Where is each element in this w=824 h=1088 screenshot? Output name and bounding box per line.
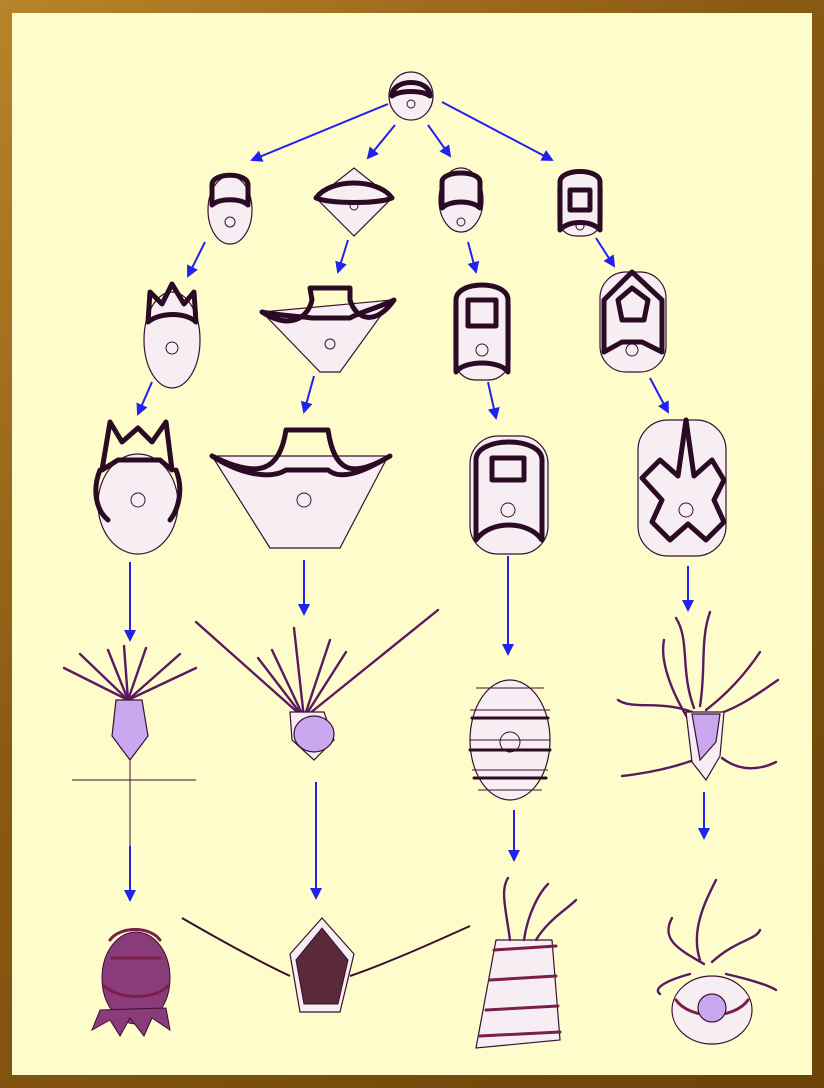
larva-d4-tentacled	[618, 612, 778, 780]
larva-c2	[454, 284, 510, 380]
arrow-root-to-stage1-a	[252, 104, 388, 160]
juvenile-a5	[92, 930, 170, 1037]
juvenile-d5	[658, 880, 776, 1044]
larva-d2	[600, 272, 666, 372]
larva-b4-spined	[196, 610, 438, 760]
arrow-a2-to-a3	[138, 382, 152, 414]
larva-c4-barrel	[470, 680, 550, 800]
juvenile-c5-tube	[476, 878, 576, 1048]
larva-b2	[262, 288, 394, 372]
larva-d1	[558, 170, 602, 236]
arrow-c1-to-c2	[468, 242, 476, 272]
arrow-root-to-stage1-b	[368, 125, 395, 158]
arrow-b1-to-b2	[338, 240, 348, 272]
arrow-b2-to-b3	[304, 376, 314, 412]
larva-c3	[470, 436, 548, 554]
larva-root	[389, 72, 433, 120]
larva-d3	[638, 420, 726, 556]
arrow-root-to-stage1-d	[442, 102, 552, 160]
arrow-c2-to-c3	[488, 382, 496, 418]
larva-a3	[96, 422, 180, 554]
arrow-d2-to-d3	[650, 378, 668, 412]
larva-c1	[439, 168, 483, 232]
arrow-root-to-stage1-c	[428, 125, 450, 156]
larva-b1	[316, 168, 392, 236]
larva-a1	[208, 175, 252, 244]
arrow-d1-to-d2	[596, 238, 614, 266]
larva-a4-spined	[64, 646, 196, 846]
larva-a2	[144, 284, 200, 388]
juvenile-b5	[182, 918, 470, 1012]
arrow-a1-to-a2	[188, 242, 205, 276]
larva-b3	[212, 430, 390, 548]
